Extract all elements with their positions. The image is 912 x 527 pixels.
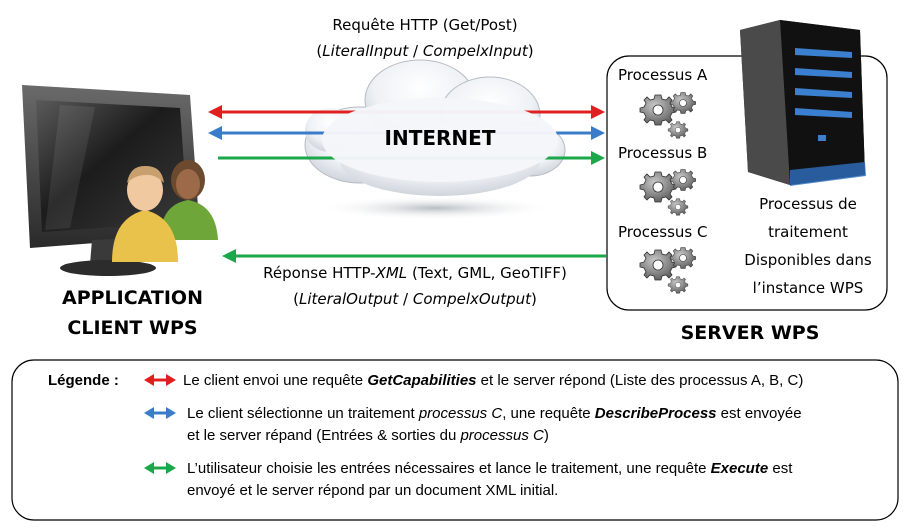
response-complex: CompelxOutput <box>412 290 532 308</box>
response-line-1: Réponse HTTP-XML (Text, GML, GeoTIFF) <box>225 260 605 286</box>
client-label-line-1: APPLICATION <box>62 287 203 309</box>
legend-blue-mid: , une requête <box>502 405 595 422</box>
legend-arrow-green <box>144 462 176 474</box>
request-complex: CompelxInput <box>422 42 528 60</box>
request-paren-close: ) <box>527 42 534 60</box>
legend-blue-line2-post: ) <box>543 427 549 444</box>
legend-box <box>11 359 899 521</box>
client-label: APPLICATION CLIENT WPS <box>30 283 235 343</box>
request-label: Requête HTTP (Get/Post) (LiteralInput / … <box>300 12 550 64</box>
available-line-4: l’instance WPS <box>752 279 864 297</box>
legend-blue-line2-pre: et le server répand (Entrées & sorties d… <box>187 427 461 444</box>
legend-item-green: L’utilisateur choisie les entrées nécess… <box>187 458 887 502</box>
available-line-2: traitement <box>768 223 848 241</box>
gears-icon-c <box>639 247 696 294</box>
legend-item-blue: Le client sélectionne un traitement proc… <box>187 403 887 447</box>
legend-red-pre: Le client envoi une requête <box>183 372 368 389</box>
legend-arrow-red <box>144 374 176 386</box>
legend-green-line2: envoyé et le server répond par un docume… <box>187 482 559 499</box>
available-line-3: Disponibles dans <box>744 251 872 269</box>
legend-green-em: Execute <box>710 460 769 477</box>
response-literal: LiteralOutput <box>298 290 399 308</box>
response-line-2: (LiteralOutput / CompelxOutput) <box>225 286 605 312</box>
legend-title: Légende : <box>48 372 119 389</box>
response-paren-open: ( <box>293 290 299 308</box>
request-line-1: Requête HTTP (Get/Post) <box>332 16 518 34</box>
legend-red-em: GetCapabilities <box>367 372 477 389</box>
request-literal: LiteralInput <box>322 42 409 60</box>
legend-blue-pre: Le client sélectionne un traitement <box>187 405 419 422</box>
legend-blue-line2-process: processus C <box>460 427 544 444</box>
arrow-green-response <box>222 249 606 263</box>
cloud-shadow <box>315 196 555 220</box>
available-processes-text: Processus de traitement Disponibles dans… <box>728 190 888 302</box>
cloud-center <box>322 98 558 182</box>
process-b-label: Processus B <box>618 144 708 162</box>
response-pre: Réponse HTTP- <box>263 264 376 282</box>
client-label-line-2: CLIENT WPS <box>67 317 198 339</box>
response-sep: / <box>398 290 413 308</box>
response-paren-close: ) <box>531 290 537 308</box>
legend-green-pre: L’utilisateur choisie les entrées nécess… <box>187 460 711 477</box>
legend-red-post: et le server répond (Liste des processus… <box>476 372 804 389</box>
request-paren-open: ( <box>316 42 323 60</box>
legend-blue-post: est envoyée <box>716 405 802 422</box>
server-label: SERVER WPS <box>680 322 820 344</box>
legend-blue-em: DescribeProcess <box>594 405 717 422</box>
request-sep: / <box>408 42 423 60</box>
legend-blue-process: processus C <box>418 405 503 422</box>
legend-green-post: est <box>768 460 793 477</box>
response-xml: XML <box>375 264 408 282</box>
gears-icon-b <box>639 169 696 216</box>
response-label: Réponse HTTP-XML (Text, GML, GeoTIFF) (L… <box>225 260 605 312</box>
legend-item-red: Le client envoi une requête GetCapabilit… <box>183 370 883 392</box>
legend-arrow-blue <box>144 407 176 419</box>
gears-icon-a <box>639 92 696 139</box>
request-line-2: (LiteralInput / CompelxInput) <box>300 38 550 64</box>
internet-label: INTERNET <box>384 126 496 150</box>
available-line-1: Processus de <box>759 195 857 213</box>
process-a-label: Processus A <box>618 66 708 84</box>
server-tower-icon <box>740 20 866 186</box>
process-c-label: Processus C <box>618 223 708 241</box>
users-icon <box>112 160 218 262</box>
response-formats: (Text, GML, GeoTIFF) <box>407 264 567 282</box>
